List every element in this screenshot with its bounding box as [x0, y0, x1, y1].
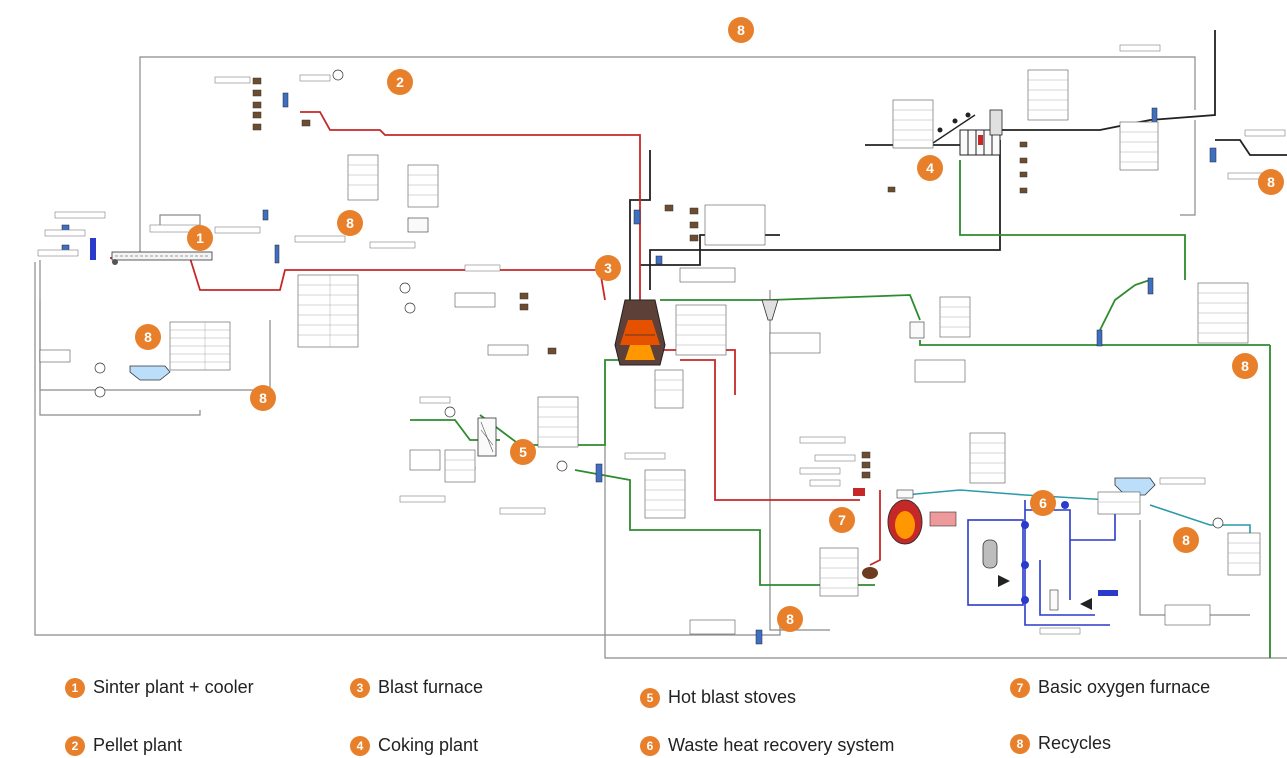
svg-text:4: 4 — [926, 160, 934, 176]
process-flow-diagram: 8 2 4 8 8 1 3 8 8 8 5 6 7 8 8 — [0, 0, 1287, 660]
svg-text:3: 3 — [604, 260, 612, 276]
legend-badge: 1 — [65, 678, 85, 698]
blast-furnace — [615, 300, 665, 365]
legend-item-5: 5 Hot blast stoves — [640, 687, 796, 708]
badge-7: 7 — [829, 507, 855, 533]
legend-badge: 2 — [65, 736, 85, 756]
badge-8-right-top: 8 — [1258, 169, 1284, 195]
legend-label: Waste heat recovery system — [668, 735, 894, 756]
mixers — [95, 70, 1223, 528]
badge-8-sinter-recycle: 8 — [337, 210, 363, 236]
legend-badge: 4 — [350, 736, 370, 756]
legend-label: Recycles — [1038, 733, 1111, 754]
legend-label: Sinter plant + cooler — [93, 677, 254, 698]
legend-badge: 5 — [640, 688, 660, 708]
badge-1: 1 — [187, 225, 213, 251]
svg-text:2: 2 — [396, 74, 404, 90]
svg-text:8: 8 — [346, 215, 354, 231]
legend-item-2: 2 Pellet plant — [65, 735, 182, 756]
svg-text:8: 8 — [144, 329, 152, 345]
svg-text:7: 7 — [838, 512, 846, 528]
badge-3: 3 — [595, 255, 621, 281]
svg-text:1: 1 — [196, 230, 204, 246]
legend: 1 Sinter plant + cooler 2 Pellet plant 3… — [0, 665, 1287, 758]
badge-8-top: 8 — [728, 17, 754, 43]
coke-oven — [930, 110, 1002, 155]
hot-blast-stove — [478, 418, 496, 456]
badge-8-right-bottom: 8 — [1173, 527, 1199, 553]
svg-text:8: 8 — [737, 22, 745, 38]
badge-8-left: 8 — [135, 324, 161, 350]
svg-text:6: 6 — [1039, 495, 1047, 511]
legend-badge: 3 — [350, 678, 370, 698]
svg-text:8: 8 — [259, 390, 267, 406]
badge-8-right-mid: 8 — [1232, 353, 1258, 379]
badge-8-bottom-left: 8 — [250, 385, 276, 411]
legend-label: Blast furnace — [378, 677, 483, 698]
legend-item-1: 1 Sinter plant + cooler — [65, 677, 254, 698]
svg-text:8: 8 — [1241, 358, 1249, 374]
badge-4: 4 — [917, 155, 943, 181]
badge-5: 5 — [510, 439, 536, 465]
svg-text:8: 8 — [1182, 532, 1190, 548]
legend-badge: 6 — [640, 736, 660, 756]
legend-badge: 8 — [1010, 734, 1030, 754]
basic-oxygen-furnace — [853, 488, 956, 579]
whr-equipment — [983, 501, 1118, 610]
badge-6: 6 — [1030, 490, 1056, 516]
legend-item-3: 3 Blast furnace — [350, 677, 483, 698]
svg-text:5: 5 — [519, 444, 527, 460]
legend-label: Basic oxygen furnace — [1038, 677, 1210, 698]
svg-text:8: 8 — [786, 611, 794, 627]
legend-badge: 7 — [1010, 678, 1030, 698]
coke-streams — [630, 30, 1287, 300]
badge-2: 2 — [387, 69, 413, 95]
legend-item-7: 7 Basic oxygen furnace — [1010, 677, 1210, 698]
blue-units — [62, 93, 1216, 644]
legend-item-8: 8 Recycles — [1010, 733, 1111, 754]
legend-label: Coking plant — [378, 735, 478, 756]
legend-label: Pellet plant — [93, 735, 182, 756]
legend-item-4: 4 Coking plant — [350, 735, 478, 756]
svg-text:8: 8 — [1267, 174, 1275, 190]
legend-item-6: 6 Waste heat recovery system — [640, 735, 894, 756]
legend-label: Hot blast stoves — [668, 687, 796, 708]
badge-8-bottom: 8 — [777, 606, 803, 632]
